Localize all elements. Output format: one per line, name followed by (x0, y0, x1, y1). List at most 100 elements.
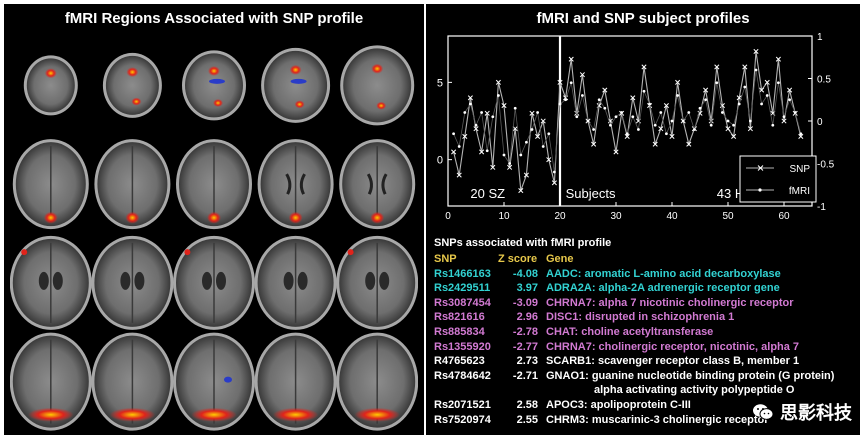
fmri-point (547, 132, 551, 136)
wechat-icon (753, 404, 774, 420)
legend-label: fMRI (789, 186, 810, 197)
snp-point (725, 126, 731, 132)
snp-id: Rs2429511 (434, 282, 491, 295)
fmri-point (463, 111, 467, 114)
snp-table: SNPs associated with fMRI profile SNP Z … (434, 237, 858, 427)
brain-slice (94, 139, 171, 230)
snp-z: 2.58 (516, 398, 538, 411)
fmri-point (625, 132, 629, 136)
fmri-point (581, 94, 584, 97)
fmri-point (788, 98, 791, 102)
activation-blob (272, 407, 319, 422)
activation-blob (21, 249, 28, 256)
snp-id: Rs4784642 (434, 369, 491, 382)
fmri-point (676, 94, 679, 97)
activation-blob (125, 211, 140, 224)
activation-blob (109, 407, 156, 422)
chart-annotation: 20 SZ (470, 186, 505, 201)
fmri-point (799, 132, 803, 136)
header-snp: SNP (434, 253, 457, 265)
y-tick-label-left: 0 (437, 155, 443, 167)
snp-point (501, 102, 507, 109)
snp-point (523, 172, 529, 178)
snp-point (675, 79, 681, 85)
snp-point (551, 180, 557, 186)
fmri-point (732, 123, 735, 127)
fmri-point (648, 102, 651, 106)
snp-point (462, 133, 468, 140)
activation-blob (347, 249, 354, 256)
brain-slice (254, 332, 337, 431)
fmri-point (620, 111, 623, 114)
y-tick-label-right: 0.5 (817, 75, 831, 86)
snp-point (557, 79, 563, 85)
fmri-point (614, 115, 618, 119)
fmri-point (530, 128, 534, 131)
snp-gene: CHRM3: muscarinic-3 cholinergic receptor (546, 413, 769, 426)
x-tick-label: 20 (554, 211, 566, 222)
fmri-point (469, 102, 472, 106)
snp-point (456, 172, 462, 178)
snp-point (473, 126, 479, 132)
fmri-point (631, 115, 635, 119)
fmri-point (502, 153, 506, 157)
chart-legend (739, 155, 817, 203)
y-tick-label-right: -0.5 (817, 160, 835, 171)
fmri-point (541, 145, 545, 148)
snp-gene: GNAO1: guanine nucleotide binding protei… (546, 369, 835, 382)
activation-blob (44, 68, 57, 79)
snp-point (764, 79, 770, 85)
snp-point (579, 72, 585, 78)
snp-gene: CHRNA7: cholinergic receptor, nicotinic,… (546, 340, 800, 353)
activation-blob (289, 64, 302, 75)
fmri-point (687, 111, 691, 114)
fmri-point (749, 119, 752, 123)
fmri-point (592, 128, 595, 131)
fmri-point (457, 145, 461, 148)
brain-slice (336, 332, 418, 431)
snp-gene: ADRA2A: alpha-2A adrenergic receptor gen… (546, 282, 780, 295)
y-tick-label-left: 5 (437, 77, 443, 89)
fmri-point (704, 98, 707, 102)
activation-blob (126, 67, 139, 78)
fmri-point (693, 128, 696, 131)
snp-point (714, 64, 720, 70)
snp-gene: alpha activating activity polypeptide O (594, 384, 795, 397)
fmri-point (782, 115, 786, 119)
activation-blob (371, 63, 384, 74)
activation-blob (207, 211, 221, 224)
snp-z: 3.97 (516, 282, 538, 295)
fmri-point (754, 68, 758, 72)
snp-point (703, 87, 709, 93)
snp-point (669, 133, 675, 140)
legend-label: SNP (789, 164, 810, 175)
fmri-point (609, 123, 612, 127)
fmri-point (513, 106, 517, 110)
fmri-point (597, 98, 601, 102)
fmri-point (653, 123, 657, 127)
activation-blob (224, 376, 232, 383)
snp-gene: AADC: aromatic L-amino acid decarboxylas… (546, 267, 781, 280)
fmri-point (564, 98, 567, 102)
brain-slice (173, 235, 255, 330)
brain-slice (91, 332, 174, 431)
brain-slice (10, 332, 92, 431)
brain-slice (254, 235, 337, 330)
brain-slice (340, 45, 415, 126)
snp-table-header: SNP Z score Gene (434, 252, 858, 267)
snp-id: Rs7520974 (434, 413, 491, 426)
fmri-point (737, 102, 741, 106)
fmri-point (491, 115, 495, 119)
brain-slice (336, 235, 418, 330)
snp-point (731, 133, 737, 140)
snp-z: -2.78 (512, 325, 538, 338)
legend-marker (758, 188, 762, 192)
snp-point (479, 149, 485, 155)
activation-blob (213, 98, 223, 107)
activation-blob (294, 100, 305, 109)
snp-id: R4765623 (434, 355, 485, 368)
